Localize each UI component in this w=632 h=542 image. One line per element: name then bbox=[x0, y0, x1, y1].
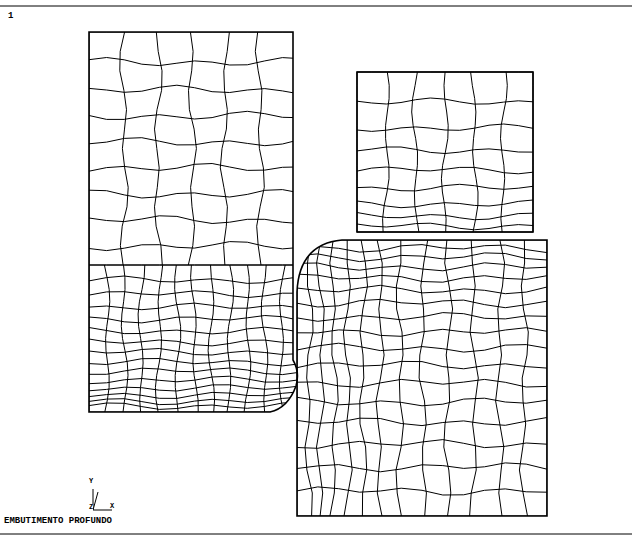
mesh-line bbox=[501, 72, 508, 232]
mesh-line bbox=[89, 402, 300, 409]
mesh-line bbox=[360, 240, 368, 516]
mesh-line bbox=[383, 72, 390, 232]
mesh-line bbox=[89, 316, 300, 323]
die-mesh bbox=[297, 240, 547, 516]
mesh-line bbox=[441, 72, 448, 232]
mesh-line bbox=[89, 349, 300, 356]
mesh-line bbox=[89, 368, 300, 375]
mesh-line bbox=[89, 265, 300, 266]
mesh-line bbox=[279, 265, 285, 412]
mesh-line bbox=[89, 138, 300, 146]
axis-line bbox=[93, 492, 98, 510]
mesh-line bbox=[155, 32, 163, 265]
mesh-line bbox=[89, 385, 300, 391]
mesh-line bbox=[191, 265, 199, 412]
mesh-line bbox=[300, 265, 301, 412]
mesh-line bbox=[297, 245, 547, 253]
mesh-line bbox=[89, 164, 300, 172]
mesh-line bbox=[297, 440, 547, 449]
mesh-line bbox=[297, 397, 547, 406]
mesh-line bbox=[300, 32, 301, 265]
mesh-line bbox=[444, 240, 453, 516]
mesh-line bbox=[120, 32, 128, 265]
mesh-line bbox=[188, 32, 196, 265]
mesh-line bbox=[89, 291, 300, 298]
mesh-line bbox=[89, 392, 300, 399]
axis-label: Y bbox=[89, 478, 93, 485]
punch-outline bbox=[89, 32, 297, 412]
mesh-line bbox=[519, 240, 528, 516]
axis-label: Z bbox=[89, 504, 93, 511]
mesh-line bbox=[471, 72, 478, 232]
mesh-line bbox=[104, 265, 109, 412]
plot-title: EMBUTIMENTO PROFUNDO bbox=[4, 517, 112, 526]
mesh-line bbox=[317, 240, 325, 516]
mesh-line bbox=[227, 265, 234, 412]
axis-label: X bbox=[110, 503, 114, 510]
mesh-line bbox=[89, 276, 300, 283]
mesh-line bbox=[357, 184, 533, 191]
mesh-line bbox=[89, 111, 300, 119]
mesh-line bbox=[376, 240, 384, 516]
mesh-line bbox=[261, 265, 268, 412]
mesh-line bbox=[297, 328, 547, 337]
mesh-line bbox=[470, 240, 479, 516]
mesh-line bbox=[297, 253, 547, 262]
mesh-line bbox=[343, 240, 352, 516]
die-outline bbox=[297, 240, 547, 516]
mesh-line bbox=[255, 32, 264, 265]
holder-mesh bbox=[357, 72, 533, 232]
mesh-line bbox=[89, 58, 300, 66]
mesh-line bbox=[330, 240, 338, 516]
mesh-line bbox=[297, 263, 547, 271]
frame-line bbox=[0, 534, 632, 535]
mesh-line bbox=[121, 265, 128, 412]
mesh-line bbox=[357, 167, 533, 174]
frame-line bbox=[0, 6, 632, 7]
mesh-line bbox=[297, 379, 547, 387]
mesh-line bbox=[220, 32, 229, 265]
mesh-line bbox=[396, 240, 404, 516]
mesh-line bbox=[138, 265, 145, 412]
mesh-line bbox=[89, 85, 300, 94]
mesh-line bbox=[412, 72, 419, 232]
mesh-line bbox=[244, 265, 251, 412]
axis-line bbox=[93, 510, 112, 511]
holder-outline bbox=[357, 72, 533, 232]
mesh-line bbox=[175, 265, 181, 412]
mesh-line bbox=[155, 265, 162, 412]
mesh-line bbox=[419, 240, 428, 516]
punch-mesh bbox=[89, 32, 300, 412]
window-number: 1 bbox=[8, 12, 13, 21]
mesh-line bbox=[208, 265, 215, 412]
mesh-line bbox=[305, 240, 313, 516]
mesh-line bbox=[357, 124, 533, 131]
axis-triad bbox=[93, 489, 112, 510]
mesh-line bbox=[89, 190, 300, 198]
mesh-line bbox=[496, 240, 505, 516]
mesh-line bbox=[89, 265, 300, 266]
mesh-line bbox=[89, 359, 300, 366]
mesh-line bbox=[89, 327, 300, 334]
